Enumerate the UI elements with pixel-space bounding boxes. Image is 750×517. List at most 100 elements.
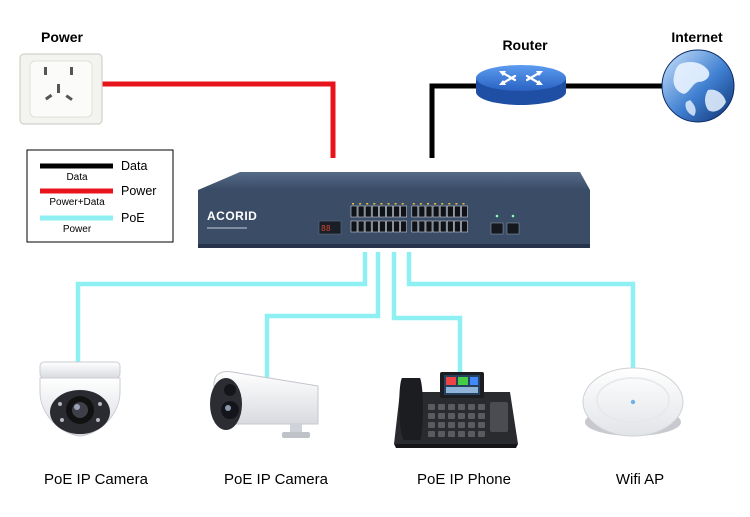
legend-label-power: Power [121, 184, 156, 198]
poe-switch-icon: ACORID 88 [198, 172, 590, 248]
switch-port [379, 205, 386, 218]
phone-key [478, 422, 485, 428]
switch-port [371, 220, 379, 233]
switch-port [432, 220, 440, 233]
poe-line-ap [406, 252, 636, 370]
router-label: Router [502, 37, 548, 53]
phone-key [448, 422, 455, 428]
power-label: Power [41, 29, 84, 45]
phone-key [448, 431, 455, 437]
switch-port [357, 205, 365, 218]
switch-port [425, 205, 433, 218]
switch-port [418, 220, 426, 233]
switch-port [461, 220, 468, 233]
phone-key [458, 413, 465, 419]
switch-port [446, 220, 454, 233]
switch-port [411, 220, 419, 233]
phone-key [428, 404, 435, 410]
legend-sub-power: Power+Data [49, 197, 105, 208]
switch-port [454, 205, 461, 218]
dome-camera-icon [39, 361, 121, 437]
switch-port [386, 205, 393, 218]
switch-port [400, 205, 408, 218]
switch-port-led [434, 203, 437, 205]
globe-icon [661, 49, 735, 123]
switch-port-led [366, 203, 369, 205]
switch-port [379, 220, 386, 233]
switch-port [393, 220, 400, 233]
switch-port [393, 205, 400, 218]
switch-port [461, 205, 468, 218]
legend-sub-data: Data [66, 172, 88, 183]
phone-key [458, 404, 465, 410]
power-line [102, 81, 336, 158]
phone-key [468, 422, 475, 428]
router-icon [476, 65, 566, 105]
switch-port [400, 220, 408, 233]
bullet-camera-icon [210, 371, 319, 438]
phone-key [478, 413, 485, 419]
switch-port-led [441, 203, 444, 205]
switch-ports [350, 203, 468, 233]
phone-key [428, 431, 435, 437]
phone-key [428, 422, 435, 428]
phone-key [438, 404, 445, 410]
switch-sfp-port-1 [490, 222, 504, 235]
switch-port [439, 205, 447, 218]
phone-key [428, 413, 435, 419]
phone-label: PoE IP Phone [417, 471, 511, 488]
camera-1-label: PoE IP Camera [44, 471, 149, 488]
phone-key [478, 431, 485, 437]
switch-port-led [359, 203, 362, 205]
switch-port-led [401, 203, 404, 205]
switch-port-led [455, 203, 458, 205]
phone-key [478, 404, 485, 410]
switch-port [364, 220, 372, 233]
phone-key [458, 422, 465, 428]
switch-port [411, 205, 419, 218]
switch-port-led [394, 203, 397, 205]
connection-lines [75, 81, 664, 378]
ap-label: Wifi AP [616, 471, 664, 488]
data-line-router-switch [429, 83, 478, 158]
switch-sfp-port-2 [506, 222, 520, 235]
poe-line-camera-1 [75, 252, 368, 362]
phone-key [438, 413, 445, 419]
switch-brand: ACORID [207, 209, 257, 223]
ip-phone-icon [394, 372, 518, 448]
phone-key [438, 422, 445, 428]
switch-port-led [387, 203, 390, 205]
power-outlet-icon [19, 53, 103, 125]
legend: Data Data Power Power+Data PoE Power [26, 149, 174, 243]
legend-sub-poe: Power [63, 224, 92, 235]
switch-port [364, 205, 372, 218]
poe-line-phone [391, 252, 463, 378]
phone-key [468, 404, 475, 410]
poe-line-camera-2 [264, 252, 381, 378]
switch-port [357, 220, 365, 233]
legend-label-poe: PoE [121, 211, 145, 225]
switch-port-led [427, 203, 429, 205]
switch-port [432, 205, 440, 218]
phone-key [468, 413, 475, 419]
switch-port-led [380, 203, 383, 205]
phone-key [468, 431, 475, 437]
switch-port [350, 220, 358, 233]
switch-port [371, 205, 379, 218]
switch-port-led [419, 203, 422, 205]
legend-label-data: Data [121, 159, 147, 173]
switch-port-led [352, 203, 354, 205]
switch-port [350, 205, 358, 218]
switch-port [386, 220, 393, 233]
legend-item-data: Data Data [40, 159, 147, 183]
internet-label: Internet [671, 29, 723, 45]
phone-key [448, 404, 455, 410]
switch-port [446, 205, 454, 218]
switch-port-led [373, 203, 376, 205]
legend-item-power: Power Power+Data [40, 184, 156, 208]
phone-key [458, 431, 465, 437]
switch-port-led [412, 203, 415, 205]
switch-port-led [448, 203, 451, 205]
switch-port [418, 205, 426, 218]
